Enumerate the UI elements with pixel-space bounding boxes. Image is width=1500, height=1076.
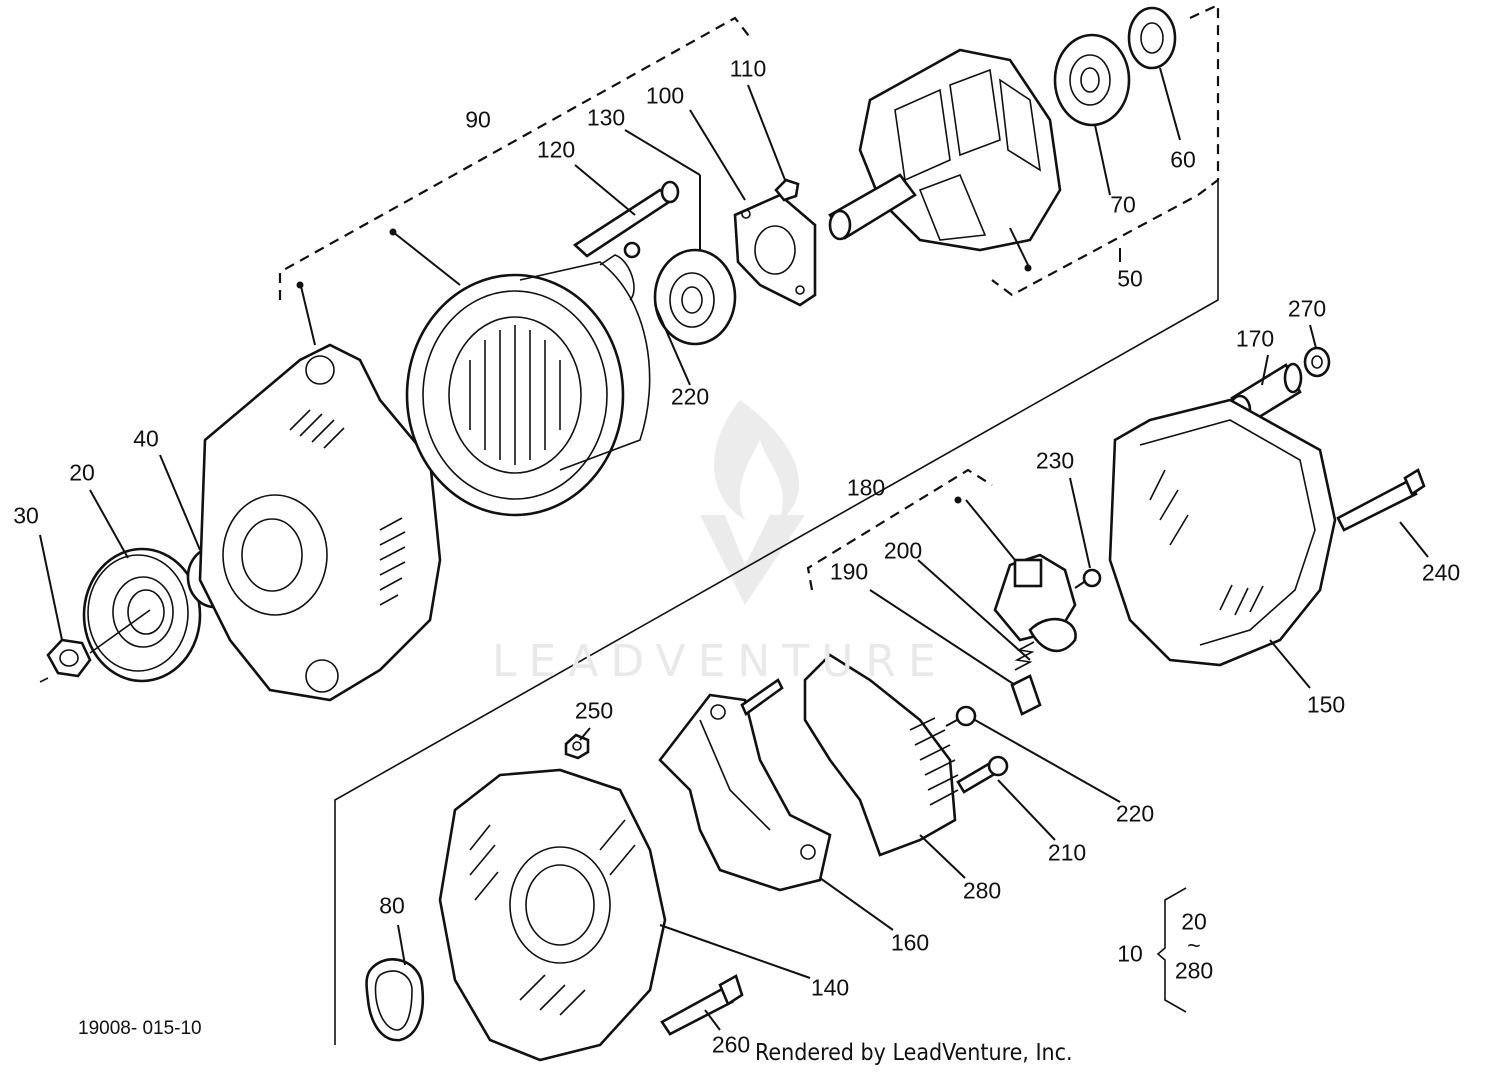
nut-icon	[39, 638, 92, 683]
assembly-brace	[1156, 887, 1187, 1013]
brace-assembly-label: 10	[1117, 940, 1143, 967]
callout-200: 200	[883, 537, 923, 564]
callout-250: 250	[574, 697, 614, 724]
rotor-icon	[828, 48, 1062, 252]
leader-lines	[39, 67, 1429, 1031]
callout-150: 150	[1306, 691, 1346, 718]
pulley-icon	[82, 547, 202, 683]
callout-130: 130	[586, 104, 626, 131]
terminal-bolt-icon	[572, 180, 680, 258]
stator-icon	[405, 261, 651, 517]
gasket-icon	[365, 958, 425, 1042]
callout-80: 80	[379, 892, 405, 919]
housing-nut-icon	[564, 733, 590, 760]
callout-110: 110	[729, 55, 767, 82]
callout-90: 90	[465, 106, 491, 133]
callout-120: 120	[536, 136, 576, 163]
assembly-bracket-180	[806, 468, 993, 591]
plate-screw-icon	[774, 178, 800, 202]
regulator-bolt-icon	[956, 755, 1009, 794]
regulator-icon	[803, 653, 959, 857]
rectifier-icon	[658, 678, 832, 892]
callout-60: 60	[1170, 146, 1196, 173]
brace-range-end: 280	[1174, 957, 1214, 984]
callout-70: 70	[1110, 191, 1136, 218]
callout-140: 140	[810, 974, 850, 1001]
callout-240: 240	[1421, 559, 1461, 586]
housing-bolt-icon	[660, 974, 744, 1036]
assembly-bracket-90	[278, 16, 753, 300]
brush-holder-icon	[993, 553, 1077, 653]
callout-160: 160	[890, 929, 930, 956]
bearing-icon	[653, 248, 737, 346]
bearing-cover-icon	[1127, 6, 1177, 70]
callout-40: 40	[133, 425, 159, 452]
brace-range-start: 20	[1181, 908, 1207, 935]
rear-cover-icon	[1108, 398, 1337, 667]
callout-20: 20	[69, 459, 95, 486]
dot-markers	[296, 228, 1032, 504]
rear-housing-icon	[438, 768, 667, 1062]
terminal-nut-icon	[1303, 346, 1331, 378]
callout-270: 270	[1287, 295, 1327, 322]
retainer-plate-icon	[733, 193, 817, 307]
brace-range-sep: ~	[1187, 932, 1201, 959]
callout-230: 230	[1035, 447, 1075, 474]
brush-screw-icon	[1074, 568, 1102, 589]
watermark-logo-icon	[700, 400, 805, 605]
callout-100: 100	[645, 82, 685, 109]
callout-190: 190	[829, 558, 869, 585]
callout-180: 180	[846, 474, 886, 501]
front-housing-icon	[198, 343, 442, 702]
regulator-screw-icon	[945, 705, 977, 727]
screw-icon	[599, 241, 641, 301]
watermark-text: LEADVENTURE	[492, 636, 948, 687]
assembly-bracket-50	[991, 3, 1220, 297]
callout-210: 210	[1047, 839, 1087, 866]
drawing-id: 19008- 015-10	[78, 1018, 202, 1039]
callout-220-lower: 220	[1115, 800, 1155, 827]
callout-30: 30	[13, 502, 39, 529]
callout-260: 260	[711, 1031, 751, 1058]
assembly-bracket-10-main	[334, 180, 1219, 1045]
rotor-bearing-icon	[1053, 33, 1131, 127]
callout-220-upper: 220	[670, 383, 710, 410]
rendered-by-credit: Rendered by LeadVenture, Inc.	[755, 1040, 1073, 1066]
through-bolt-icon	[1336, 468, 1426, 532]
brush-icon	[1010, 674, 1042, 716]
callout-280: 280	[962, 877, 1002, 904]
callout-50: 50	[1117, 265, 1143, 292]
callout-170: 170	[1235, 325, 1275, 352]
